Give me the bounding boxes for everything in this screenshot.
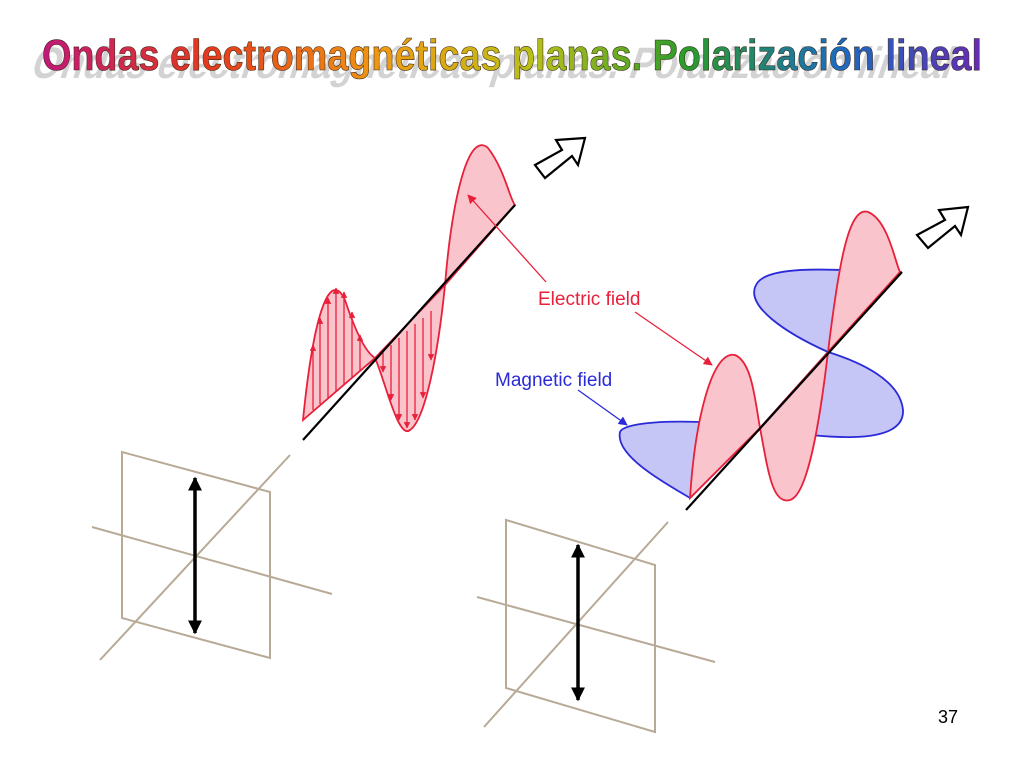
right-electric-wave	[688, 210, 902, 502]
left-propagation-arrow-icon	[533, 136, 587, 180]
left-electric-wave	[301, 144, 517, 432]
magnetic-field-label: Magnetic field	[495, 370, 612, 391]
magnetic-pointer	[577, 389, 628, 426]
title-shadow: Ondas electromagnéticas planas. Polariza…	[26, 38, 962, 88]
slide-title-group: Ondas electromagnéticas planas. Polariza…	[26, 31, 982, 88]
page-title: Ondas electromagnéticas planas. Polariza…	[42, 31, 982, 80]
right-propagation-axis	[685, 271, 903, 511]
electric-pointer-right	[634, 311, 713, 366]
electric-field-label: Electric field	[538, 289, 640, 310]
left-polarizer-frame	[91, 450, 333, 661]
electric-pointer-left	[467, 194, 547, 283]
page-number: 37	[938, 707, 959, 727]
left-propagation-axis	[302, 204, 516, 441]
right-polarizer-frame	[476, 518, 716, 734]
right-propagation-arrow-icon	[915, 205, 970, 250]
